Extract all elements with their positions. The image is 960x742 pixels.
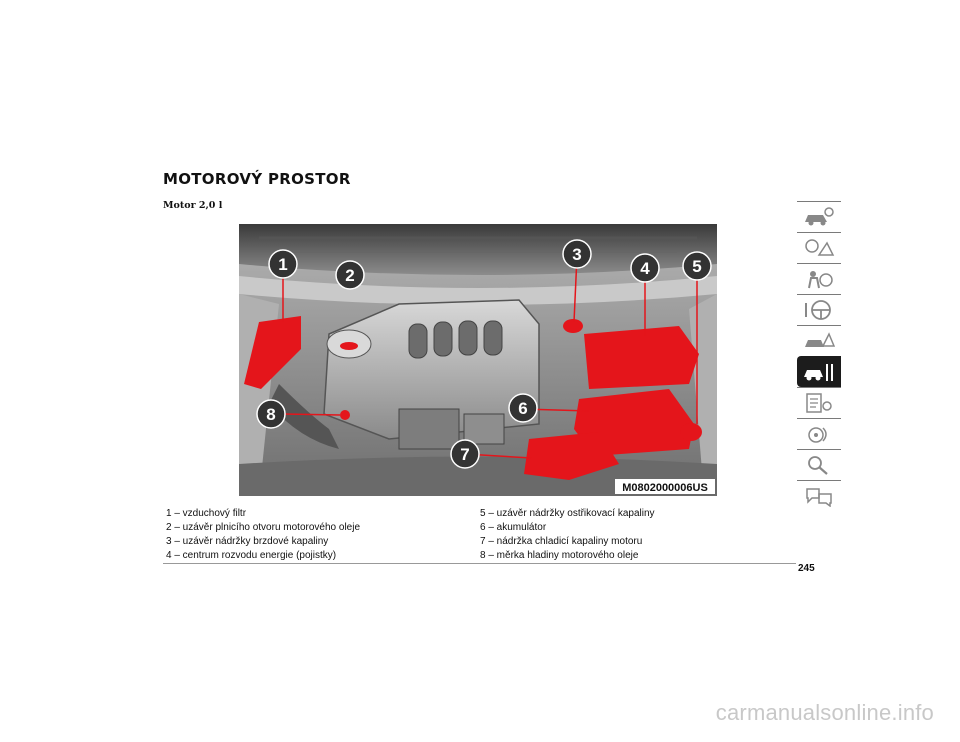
engine-compartment-figure: 1 2 3 4 5 6 7 (239, 224, 717, 496)
svg-text:4: 4 (640, 259, 650, 278)
callout-5: 5 (682, 251, 712, 281)
image-code-label: M0802000006US (615, 479, 715, 494)
svg-text:M0802000006US: M0802000006US (622, 482, 708, 494)
svg-text:7: 7 (460, 445, 469, 464)
callout-4: 4 (630, 253, 660, 283)
legend-item: 2 – uzávěr plnicího otvoru motorového ol… (166, 522, 361, 533)
section-subtitle: Motor 2,0 l (163, 200, 223, 211)
legend-item: 5 – uzávěr nádržky ostřikovací kapaliny (480, 508, 655, 519)
svg-text:2: 2 (345, 266, 354, 285)
tab-multimedia[interactable] (797, 418, 841, 449)
tab-driving[interactable] (797, 294, 841, 325)
footer-divider (163, 563, 796, 564)
tab-emergency[interactable] (797, 325, 841, 356)
callout-6: 6 (508, 393, 538, 423)
legend-item: 6 – akumulátor (480, 522, 547, 533)
callout-1: 1 (268, 249, 298, 279)
legend-item: 4 – centrum rozvodu energie (pojistky) (166, 550, 337, 561)
tab-specifications[interactable] (797, 387, 841, 418)
safety-airbag-icon (808, 271, 833, 289)
legend-item: 7 – nádržka chladicí kapaliny motoru (480, 536, 643, 547)
multimedia-icon (808, 427, 827, 443)
svg-text:3: 3 (572, 245, 581, 264)
legend-item: 1 – vzduchový filtr (166, 508, 247, 519)
tab-dashboard[interactable] (797, 232, 841, 263)
watermark: carmanualsonline.info (715, 700, 934, 725)
svg-text:5: 5 (692, 257, 701, 276)
tab-language[interactable] (797, 480, 841, 511)
callout-7: 7 (450, 439, 480, 469)
callout-8: 8 (256, 399, 286, 429)
svg-text:1: 1 (278, 255, 287, 274)
car-service-wrench-icon (804, 364, 833, 381)
page-number: 245 (798, 563, 815, 574)
tab-service[interactable] (797, 356, 841, 387)
tab-safety[interactable] (797, 263, 841, 294)
svg-text:8: 8 (266, 405, 275, 424)
car-info-icon (805, 207, 834, 226)
callout-3: 3 (562, 239, 592, 269)
svg-text:6: 6 (518, 399, 527, 418)
dashboard-warning-icon (805, 239, 835, 256)
legend-column-right: 5 – uzávěr nádržky ostřikovací kapaliny … (480, 507, 655, 563)
page-title: MOTOROVÝ PROSTOR (163, 170, 351, 188)
steering-wheel-icon (805, 300, 831, 320)
specifications-icon (806, 393, 832, 413)
highlight-parts (244, 316, 702, 480)
callout-2: 2 (335, 260, 365, 290)
language-icon (806, 488, 832, 507)
legend-item: 8 – měrka hladiny motorového oleje (480, 550, 639, 561)
car-emergency-icon (805, 332, 835, 347)
tab-index[interactable] (797, 449, 841, 480)
index-search-icon (808, 456, 828, 475)
legend-column-left: 1 – vzduchový filtr 2 – uzávěr plnicího … (166, 507, 360, 563)
legend-item: 3 – uzávěr nádržky brzdové kapaliny (166, 536, 329, 547)
tab-car-info[interactable] (797, 201, 841, 232)
